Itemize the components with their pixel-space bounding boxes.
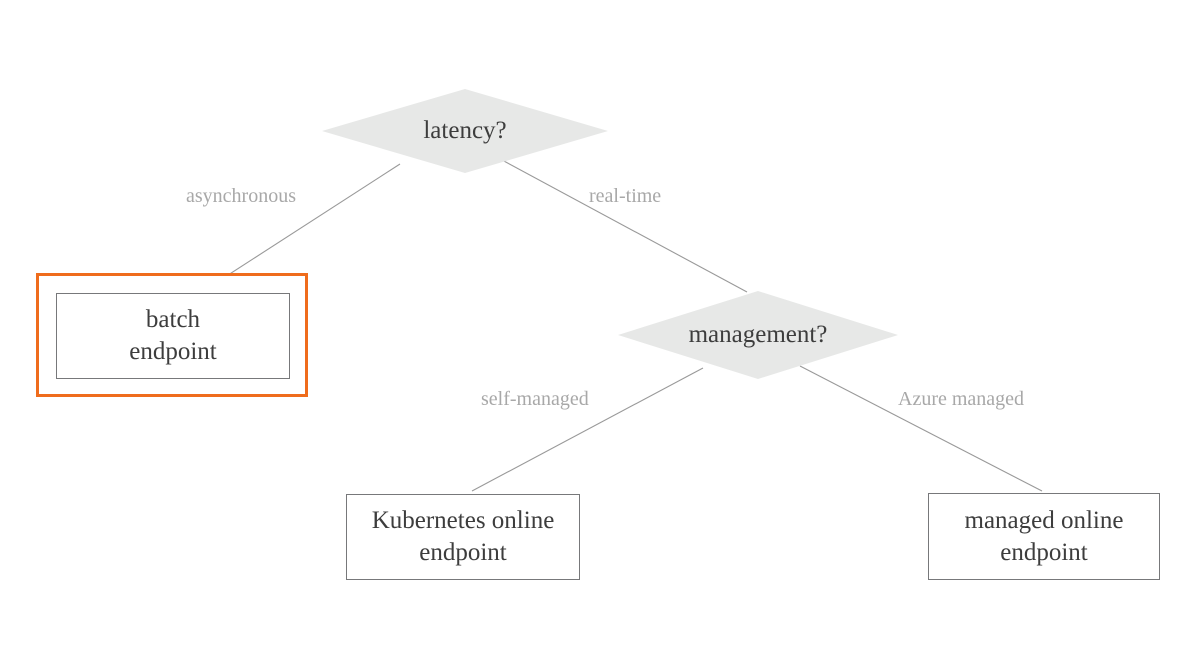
edge-label-real-time: real-time: [589, 185, 662, 207]
edge-latency-to-management: [501, 159, 748, 293]
batch-endpoint-line-1: batch: [145, 306, 201, 333]
highlight-frame-batch-endpoint: batch endpoint: [36, 273, 308, 397]
decision-node-latency-label: latency?: [423, 117, 507, 145]
edge-label-self-managed: self-managed: [481, 388, 589, 410]
kubernetes-endpoint-line-2: endpoint: [419, 539, 507, 566]
terminal-node-kubernetes-online-endpoint[interactable]: Kubernetes online endpoint: [346, 494, 580, 580]
decision-node-management[interactable]: management?: [618, 291, 898, 379]
batch-endpoint-line-2: endpoint: [129, 338, 217, 365]
terminal-node-batch-endpoint-label: batch endpoint: [129, 304, 217, 368]
edge-management-to-managed: [799, 365, 1043, 492]
managed-endpoint-line-1: managed online: [964, 506, 1124, 534]
edge-management-to-kubernetes: [471, 367, 704, 492]
terminal-node-batch-endpoint[interactable]: batch endpoint: [56, 293, 290, 379]
terminal-node-managed-online-endpoint-label: managed online endpoint: [965, 505, 1124, 569]
edge-label-asynchronous: asynchronous: [186, 185, 296, 207]
decision-node-management-label: management?: [688, 321, 828, 349]
edge-label-azure-managed: Azure managed: [898, 388, 1025, 410]
decision-node-latency[interactable]: latency?: [322, 89, 608, 173]
managed-endpoint-line-2: endpoint: [1000, 538, 1088, 566]
terminal-node-kubernetes-online-endpoint-label: Kubernetes online endpoint: [372, 505, 555, 569]
kubernetes-endpoint-line-1: Kubernetes online: [371, 507, 555, 534]
terminal-node-managed-online-endpoint[interactable]: managed online endpoint: [928, 493, 1160, 580]
edge-latency-to-batch: [207, 163, 401, 289]
